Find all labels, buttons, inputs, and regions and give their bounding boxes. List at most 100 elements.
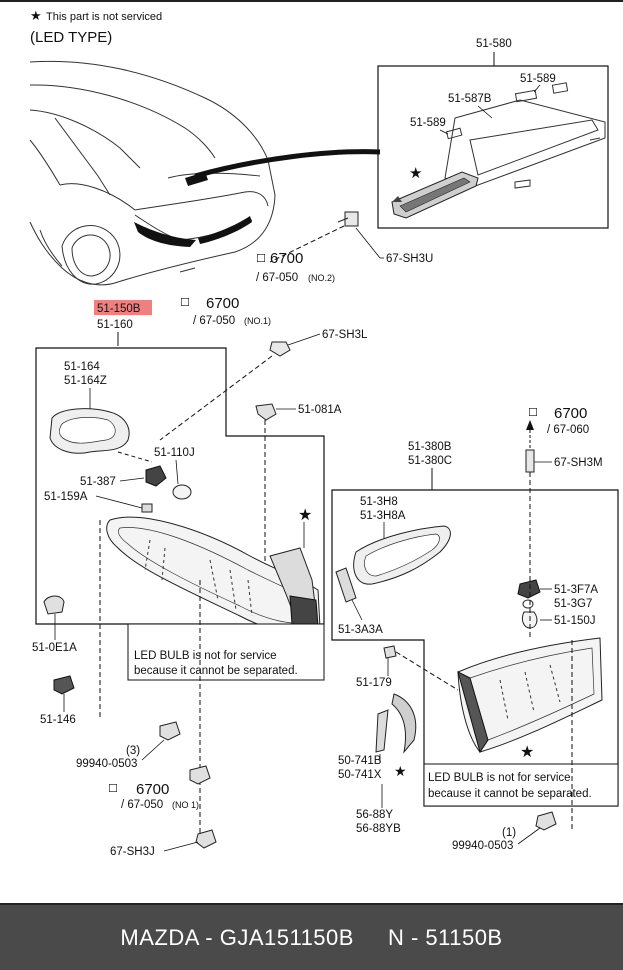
callout-51-3f7a: 51-3F7A — [554, 584, 598, 596]
socket-51-146 — [53, 675, 75, 695]
nut-51-0e1a — [43, 595, 65, 615]
clip-51-081a — [255, 403, 277, 421]
note-right-line2: because it cannot be separated. — [428, 788, 592, 800]
gasket-51-3h8-inner — [364, 533, 440, 577]
callout-50-741b: 50-741B — [338, 755, 382, 767]
combination-lamp-body — [106, 516, 321, 633]
callout-51-3h8a: 51-3H8A — [360, 510, 406, 522]
callout-67-sh3j: 67-SH3J — [110, 846, 155, 858]
leader-51-159a — [95, 495, 143, 509]
leader-67-sh3l — [287, 333, 321, 346]
leader-51-110j — [175, 459, 179, 485]
callout-6700-b: 6700 — [206, 295, 239, 312]
note-box-right — [423, 763, 619, 807]
callout-6700-c: 6700 — [554, 405, 587, 422]
callout-67-050-no1-bottom: / 67-050 — [121, 799, 163, 811]
footer-bar: MAZDA - GJA151150B N - 51150B — [0, 903, 623, 970]
callout-qty-3: (3) — [126, 745, 140, 757]
parts-diagram: ★ This part is not serviced (LED TYPE) 5… — [0, 0, 623, 858]
socket-51-3f7a — [517, 579, 541, 599]
leader-67-sh3j — [163, 841, 199, 852]
leader-51-589-left — [439, 129, 449, 135]
callout-51-3a3a: 51-3A3A — [338, 624, 383, 636]
callout-51-150j: 51-150J — [554, 615, 596, 627]
footer-number: N - 51150B — [387, 924, 503, 950]
star-icon-highmount: ★ — [409, 165, 422, 182]
callout-51-589-left: 51-589 — [410, 117, 446, 129]
callout-51-146: 51-146 — [40, 714, 76, 726]
callout-51-580: 51-580 — [476, 38, 512, 50]
bulb-icon-b: ☐ — [180, 297, 190, 309]
callout-51-589-top: 51-589 — [520, 73, 556, 85]
dash-67-sh3l — [159, 355, 273, 441]
note-left-line1: LED BULB is not for service — [134, 650, 277, 662]
leader-51-3a3a — [351, 599, 363, 621]
note-right-line1: LED BULB is not for service — [428, 772, 571, 784]
callout-50-741x: 50-741X — [338, 769, 382, 781]
callout-67-050-no1-top: / 67-050 — [193, 315, 235, 327]
callout-51-150b: 51-150B — [97, 303, 141, 315]
footer-brand-part: MAZDA - GJA151150B — [120, 924, 354, 950]
rear-lamp-body — [457, 637, 603, 754]
callout-67-060: / 67-060 — [547, 424, 589, 436]
leader-99940-left — [141, 739, 165, 761]
bulb-51-110j — [172, 484, 192, 500]
callout-51-160: 51-160 — [97, 319, 133, 331]
nut-99940-0503-right — [535, 811, 557, 831]
callout-51-3g7: 51-3G7 — [554, 598, 592, 610]
star-icon-56-88y: ★ — [394, 763, 407, 779]
callout-no2: (NO.2) — [308, 273, 335, 283]
callout-67-sh3u: 67-SH3U — [386, 253, 433, 265]
callout-51-081a: 51-081A — [298, 404, 342, 416]
car-illustration — [29, 60, 276, 286]
callout-51-587b: 51-587B — [448, 93, 492, 105]
garnish-56-88y — [391, 693, 417, 754]
leader-51-587b — [477, 105, 493, 119]
variant-title: (LED TYPE) — [30, 29, 112, 46]
callout-51-164: 51-164 — [64, 361, 100, 373]
bulb-icon-c: ☐ — [528, 407, 538, 419]
star-icon-rear: ★ — [520, 744, 534, 761]
callout-51-0e1a: 51-0E1A — [32, 642, 77, 654]
clip-51-589-upper-2 — [551, 82, 569, 94]
dash-highmount — [269, 225, 345, 263]
callout-67-050-no2: / 67-050 — [256, 272, 298, 284]
callout-51-387: 51-387 — [80, 476, 116, 488]
leader-99940-right — [517, 827, 541, 845]
footer-divider — [0, 903, 623, 905]
callout-51-380c: 51-380C — [408, 455, 452, 467]
callout-51-179: 51-179 — [356, 677, 392, 689]
callout-67-sh3m: 67-SH3M — [554, 457, 603, 469]
callout-no1-bottom: (NO 1) — [172, 800, 199, 810]
nut-99940-0503-left — [159, 721, 181, 741]
star-icon-combination: ★ — [298, 507, 312, 524]
car-garnish-shape — [198, 216, 252, 244]
callout-99940-0503-left: 99940-0503 — [76, 758, 137, 770]
socket-51-387 — [145, 465, 167, 487]
leader-51-387 — [119, 477, 145, 482]
clip-51-589-lower — [445, 127, 463, 140]
star-icon: ★ — [30, 8, 42, 23]
callout-99940-0503-right: 99940-0503 — [452, 840, 513, 852]
clip-51-589-upper — [514, 89, 538, 103]
callout-no1-top: (NO.1) — [244, 316, 271, 326]
highmount-cover — [444, 99, 606, 189]
clip-51-179 — [383, 645, 397, 659]
leader-67-sh3u — [355, 227, 381, 259]
connector-67-sh3j — [195, 829, 217, 849]
bulb-icon-d: ☐ — [108, 783, 118, 795]
box-highmount — [377, 65, 609, 229]
callout-56-88yb: 56-88YB — [356, 823, 401, 835]
callout-51-159a: 51-159A — [44, 491, 88, 503]
gasket-inner — [59, 417, 116, 444]
note-left-line2: because it cannot be separated. — [134, 665, 298, 677]
highmount-lamp — [391, 171, 479, 219]
seal-51-3g7 — [522, 599, 534, 609]
callout-51-3h8: 51-3H8 — [360, 496, 398, 508]
connector-67-sh3m — [525, 449, 535, 473]
callout-56-88y: 56-88Y — [356, 809, 393, 821]
callout-qty-1: (1) — [502, 827, 516, 839]
seal-51-3a3a — [335, 567, 357, 603]
box-combination-lamp — [35, 347, 325, 625]
callout-6700-d: 6700 — [136, 781, 169, 798]
